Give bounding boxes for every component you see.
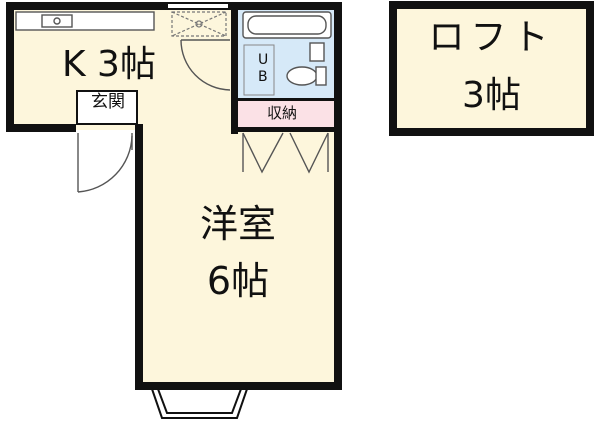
bathtub-icon (242, 11, 332, 39)
range-hood-icon (171, 11, 227, 37)
toilet-icon (286, 42, 327, 86)
kitchen-window (168, 4, 228, 8)
bay-window (151, 388, 248, 419)
western-room-floor (139, 130, 337, 385)
storage-floor (235, 100, 337, 130)
loft-size: 3帖 (462, 75, 521, 116)
unit-bath-label-u: U (258, 52, 269, 68)
storage-doors (242, 132, 329, 174)
western-room-size: 6帖 (206, 259, 270, 303)
washbasin-icon (243, 44, 275, 96)
storage-label: 収納 (266, 104, 297, 122)
range-hood-center-icon (195, 20, 203, 28)
western-room-name: 洋室 (199, 202, 276, 246)
loft-floor (393, 5, 590, 132)
entrance-label: 玄関 (91, 92, 125, 112)
unit-bath-label-b: B (258, 69, 268, 85)
entrance-door (77, 133, 133, 193)
entrance-box (76, 90, 138, 125)
loft-box (389, 1, 594, 136)
kitchen-label: K 3帖 (62, 44, 156, 85)
loft-name: ロフト (428, 17, 555, 58)
kitchen-door (180, 39, 231, 91)
kitchen-counter (15, 11, 155, 31)
